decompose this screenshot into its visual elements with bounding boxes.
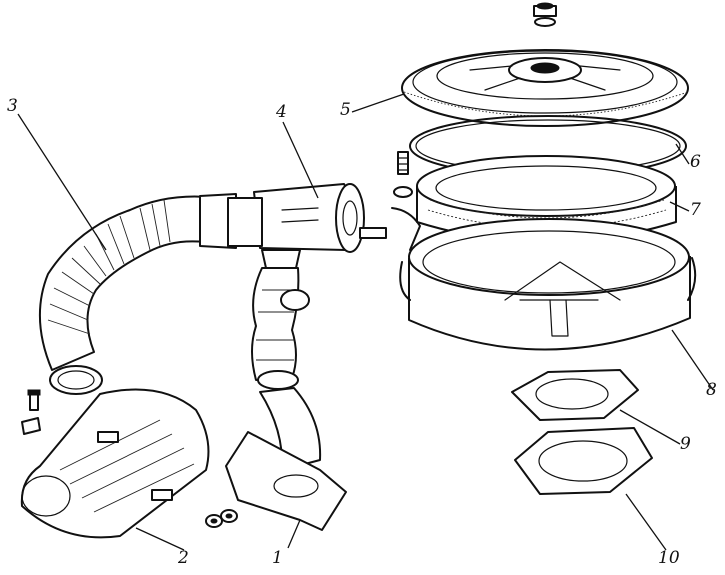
callout-label-9: 9 bbox=[680, 434, 691, 454]
callout-label-6: 6 bbox=[690, 152, 701, 172]
intake-valve-body bbox=[253, 183, 387, 269]
filter-bolt bbox=[393, 151, 413, 198]
corrugated-intake-hose bbox=[38, 193, 263, 395]
callout-label-8: 8 bbox=[706, 380, 717, 400]
flange-nuts bbox=[205, 509, 238, 528]
carburetor-adapter-flange bbox=[225, 267, 347, 531]
flat-intake-duct bbox=[20, 388, 210, 539]
housing-gasket bbox=[511, 369, 639, 421]
callout-label-4: 4 bbox=[276, 102, 287, 122]
callout-label-1: 1 bbox=[272, 548, 283, 568]
filter-housing bbox=[391, 207, 697, 351]
callout-label-10: 10 bbox=[658, 548, 680, 568]
callout-label-2: 2 bbox=[178, 548, 189, 568]
callout-label-7: 7 bbox=[690, 200, 701, 220]
cover-nut bbox=[533, 2, 557, 27]
callout-label-5: 5 bbox=[340, 100, 351, 120]
callout-label-3: 3 bbox=[7, 96, 18, 116]
duct-screw-set bbox=[21, 389, 41, 435]
spacer-plate bbox=[514, 427, 653, 495]
air-filter-cover bbox=[401, 49, 689, 127]
leader-lines bbox=[17, 93, 714, 551]
